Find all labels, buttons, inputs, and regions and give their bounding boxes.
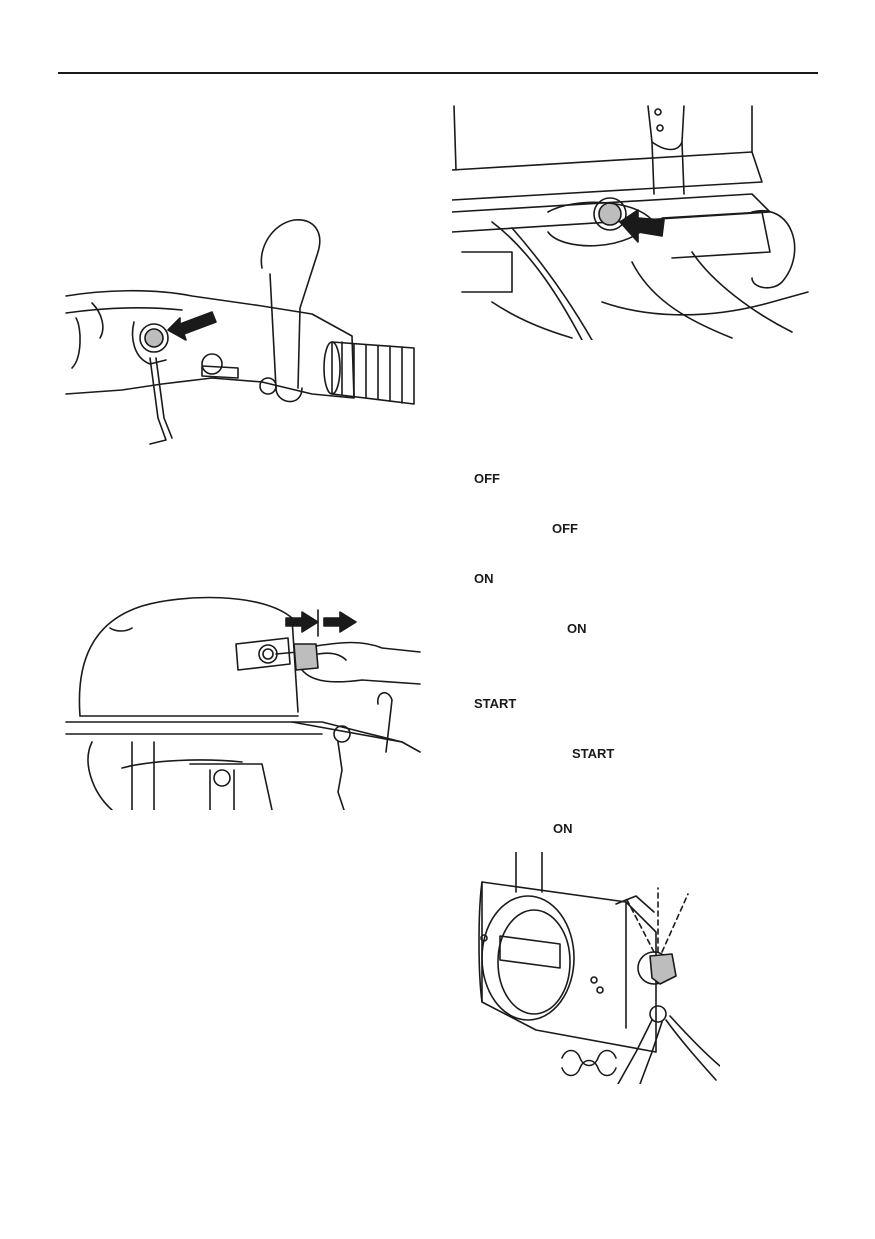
on-heading: ON bbox=[474, 571, 494, 586]
stop-switch-bracket-figure bbox=[452, 102, 810, 340]
on-note: ON bbox=[553, 821, 573, 836]
engine-key-lanyard-illustration bbox=[65, 596, 421, 810]
stop-switch-bracket-illustration bbox=[452, 105, 809, 340]
remote-control-key-figure bbox=[476, 852, 720, 1084]
start-heading: START bbox=[474, 696, 517, 711]
stop-switch-tiller-figure bbox=[62, 218, 422, 450]
stop-switch-tiller-illustration bbox=[65, 219, 415, 445]
off-inline: OFF bbox=[552, 521, 578, 536]
engine-key-lanyard-figure bbox=[62, 592, 422, 810]
off-heading: OFF bbox=[474, 471, 500, 486]
remote-control-key-illustration bbox=[478, 852, 720, 1084]
on-inline: ON bbox=[567, 621, 587, 636]
start-inline: START bbox=[572, 746, 615, 761]
header-rule bbox=[58, 72, 818, 74]
